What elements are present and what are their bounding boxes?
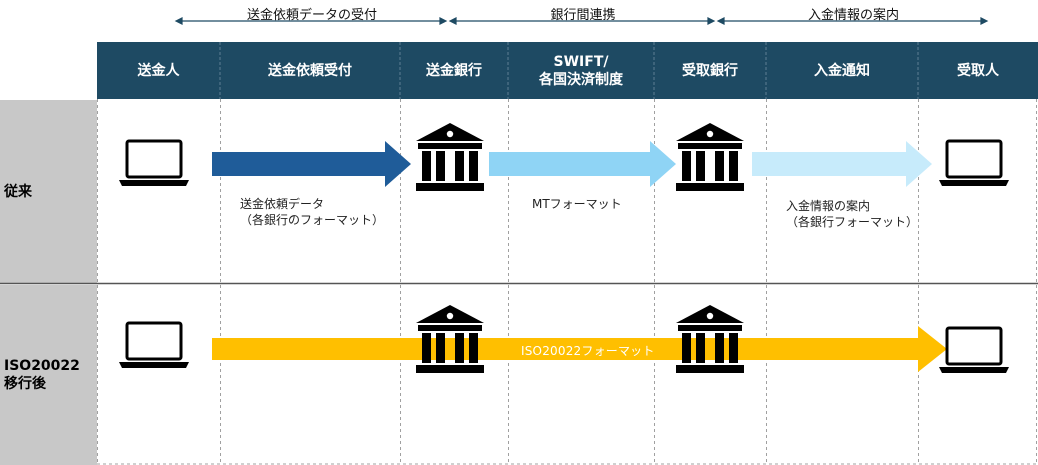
bank-icon: [416, 123, 484, 191]
note-mt-format: MTフォーマット: [532, 197, 622, 211]
header-receiving-bank: 受取銀行: [682, 62, 738, 79]
laptop-icon: [939, 326, 1009, 373]
phase-label-interbank: 銀行間連携: [550, 8, 616, 23]
note-deposit-info: 入金情報の案内 （各銀行フォーマット）: [786, 199, 919, 229]
header-request-intake: 送金依頼受付: [268, 62, 352, 79]
header-sending-bank: 送金銀行: [426, 62, 482, 79]
row-label-iso: ISO20022 移行後: [0, 285, 97, 465]
header-sender: 送金人: [137, 62, 180, 79]
arrow-iso20022: [212, 326, 947, 372]
bank-icon: [676, 305, 744, 373]
arrow-deposit-info: [752, 141, 932, 187]
row-label-legacy: 従来: [0, 100, 97, 283]
header-bar: [97, 42, 1038, 99]
note-request-data: 送金依頼データ （各銀行のフォーマット）: [240, 197, 385, 227]
laptop-icon: [939, 139, 1009, 186]
header-recipient: 受取人: [957, 62, 999, 79]
laptop-icon: [119, 139, 189, 186]
phase-arrows: [174, 17, 989, 25]
phase-label-request-intake: 送金依頼データの受付: [246, 8, 377, 23]
iso20022-format-label: ISO20022フォーマット: [521, 344, 655, 358]
header-swift: SWIFT/ 各国決済制度: [539, 53, 623, 88]
bank-icon: [416, 305, 484, 373]
laptop-icon: [119, 321, 189, 368]
header-deposit-notice: 入金通知: [814, 62, 870, 79]
header-separators: [219, 42, 919, 99]
bank-icon: [676, 123, 744, 191]
arrow-request-data: [212, 141, 411, 187]
arrow-mt-format: [489, 141, 676, 187]
phase-label-deposit-notice: 入金情報の案内: [807, 8, 899, 23]
